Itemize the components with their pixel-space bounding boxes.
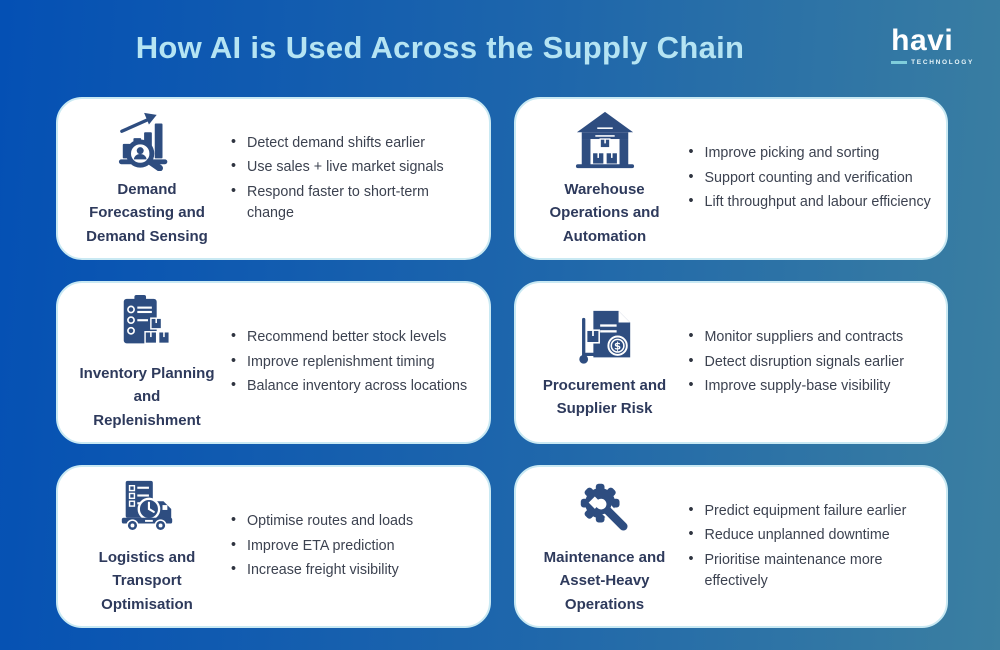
- page-title: How AI is Used Across the Supply Chain: [135, 30, 745, 65]
- gear-wrench-icon: [574, 477, 636, 539]
- bullet-list: Predict equipment failure earlier Reduce…: [688, 500, 939, 593]
- card-left: $ Procurement and Supplier Risk: [526, 305, 684, 421]
- card-title: Logistics and Transport Optimisation: [98, 549, 196, 613]
- card-title: Warehouse Operations and Automation: [549, 181, 660, 245]
- card-demand-forecasting: Demand Forecasting and Demand Sensing De…: [56, 97, 491, 260]
- logo-bar-icon: [891, 61, 908, 64]
- bullet-item: Predict equipment failure earlier: [688, 500, 933, 522]
- cards-grid: Demand Forecasting and Demand Sensing De…: [56, 97, 948, 628]
- bullet-item: Use sales + live market signals: [230, 156, 475, 178]
- logo-tagline-text: TECHNOLOGY: [911, 59, 974, 66]
- card-right: Predict equipment failure earlier Reduce…: [684, 498, 939, 596]
- card-left: Maintenance and Asset-Heavy Operations: [526, 477, 684, 616]
- card-right: Recommend better stock levels Improve re…: [226, 324, 481, 400]
- card-right: Monitor suppliers and contracts Detect d…: [684, 324, 939, 400]
- bullet-item: Improve ETA prediction: [230, 535, 475, 557]
- bullet-item: Lift throughput and labour efficiency: [688, 191, 933, 213]
- card-procurement-supplier-risk: $ Procurement and Supplier Risk Monitor …: [513, 281, 948, 444]
- svg-text:$: $: [614, 341, 621, 352]
- card-left: Inventory Planning and Replenishment: [68, 293, 226, 432]
- bullet-item: Detect demand shifts earlier: [230, 132, 475, 154]
- card-right: Improve picking and sorting Support coun…: [684, 140, 939, 216]
- card-warehouse-operations: Warehouse Operations and Automation Impr…: [513, 97, 948, 260]
- card-title: Inventory Planning and Replenishment: [79, 365, 215, 429]
- bullet-item: Improve supply-base visibility: [688, 375, 933, 397]
- card-inventory-planning: Inventory Planning and Replenishment Rec…: [56, 281, 491, 444]
- card-right: Detect demand shifts earlier Use sales +…: [226, 130, 481, 228]
- bullet-item: Balance inventory across locations: [230, 375, 475, 397]
- clipboard-boxes-icon: [116, 293, 178, 355]
- bullet-item: Monitor suppliers and contracts: [688, 326, 933, 348]
- card-right: Optimise routes and loads Improve ETA pr…: [226, 508, 481, 584]
- card-title: Procurement and Supplier Risk: [542, 376, 667, 417]
- bullet-list: Recommend better stock levels Improve re…: [230, 326, 481, 397]
- card-left: Warehouse Operations and Automation: [526, 109, 684, 248]
- card-title: Demand Forecasting and Demand Sensing: [86, 181, 208, 245]
- bullet-item: Respond faster to short-term change: [230, 181, 475, 225]
- bullet-item: Optimise routes and loads: [230, 510, 475, 532]
- logo-tagline: TECHNOLOGY: [891, 59, 974, 66]
- bullet-list: Optimise routes and loads Improve ETA pr…: [230, 510, 481, 581]
- bullet-list: Improve picking and sorting Support coun…: [688, 142, 939, 213]
- bar-chart-magnifier-icon: [116, 109, 178, 172]
- header: How AI is Used Across the Supply Chain h…: [0, 0, 1000, 95]
- truck-clock-checklist-icon: [116, 477, 178, 539]
- logo-name: havi: [891, 24, 954, 57]
- card-maintenance-assets: Maintenance and Asset-Heavy Operations P…: [513, 465, 948, 628]
- bullet-item: Support counting and verification: [688, 167, 933, 189]
- bullet-list: Monitor suppliers and contracts Detect d…: [688, 326, 939, 397]
- card-left: Logistics and Transport Optimisation: [68, 477, 226, 616]
- card-logistics-transport: Logistics and Transport Optimisation Opt…: [56, 465, 491, 628]
- warehouse-icon: [574, 109, 636, 171]
- bullet-item: Prioritise maintenance more effectively: [688, 549, 933, 593]
- bullet-item: Improve picking and sorting: [688, 142, 933, 164]
- havi-logo: havi TECHNOLOGY: [891, 26, 974, 66]
- bullet-list: Detect demand shifts earlier Use sales +…: [230, 132, 481, 225]
- bullet-item: Improve replenishment timing: [230, 351, 475, 373]
- bullet-item: Detect disruption signals earlier: [688, 351, 933, 373]
- bullet-item: Reduce unplanned downtime: [688, 524, 933, 546]
- document-dollar-handtruck-icon: $: [574, 305, 636, 367]
- card-title: Maintenance and Asset-Heavy Operations: [543, 549, 666, 613]
- bullet-item: Recommend better stock levels: [230, 326, 475, 348]
- card-left: Demand Forecasting and Demand Sensing: [68, 109, 226, 248]
- bullet-item: Increase freight visibility: [230, 559, 475, 581]
